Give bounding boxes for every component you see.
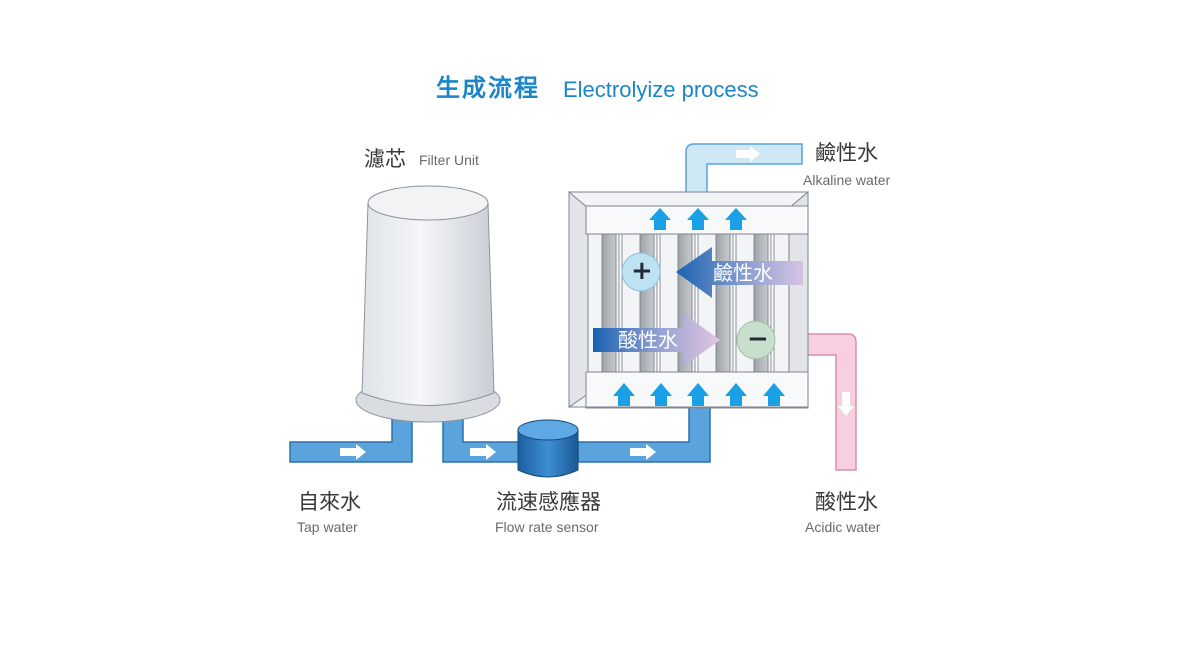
alkaline-outlet-pipe: [685, 143, 803, 197]
plus-symbol: +: [631, 256, 653, 286]
sensor-label-en: Flow rate sensor: [495, 519, 599, 535]
flow-rate-sensor: [517, 419, 579, 478]
alkaline-flow-arrow: [676, 247, 803, 298]
flow-arrow-icon: [838, 392, 854, 416]
up-arrow-icon: [613, 383, 785, 406]
acidic-outlet-pipe: [802, 333, 857, 471]
title-english: Electrolyize process: [563, 77, 759, 102]
acidic-label-en: Acidic water: [805, 519, 881, 535]
electrolysis-cell: [568, 190, 809, 409]
minus-symbol: −: [747, 324, 769, 354]
filter-label: 濾芯: [364, 147, 406, 171]
acidic-arrow-label: 酸性水: [618, 328, 678, 352]
alkaline-label-en: Alkaline water: [803, 172, 891, 188]
filter-unit: [355, 185, 501, 423]
title-chinese: 生成流程: [436, 74, 540, 102]
cathode-minus-icon: [736, 320, 776, 360]
up-arrow-icon: [649, 208, 747, 230]
tap-water-label-en: Tap water: [297, 519, 358, 535]
sensor-label: 流速感應器: [496, 490, 601, 514]
acidic-label: 酸性水: [815, 490, 878, 514]
alkaline-arrow-label: 鹼性水: [713, 261, 773, 285]
tap-water-label: 自來水: [298, 490, 361, 514]
flow-arrow-icon: [736, 146, 760, 162]
acidic-flow-arrow: [593, 314, 720, 366]
filter-label-en: Filter Unit: [419, 152, 479, 168]
flow-arrow-icon: [340, 444, 656, 460]
anode-plus-icon: [621, 252, 661, 292]
alkaline-label: 鹼性水: [815, 141, 878, 165]
